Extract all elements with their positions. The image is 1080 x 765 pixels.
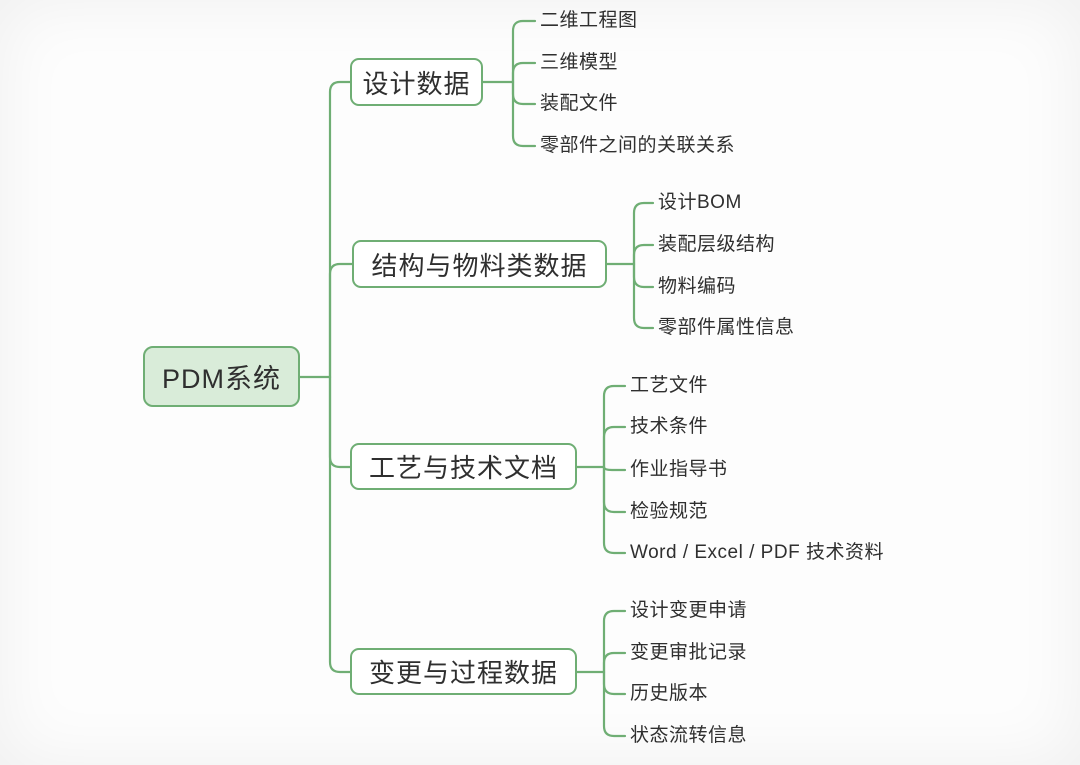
connector-branch-2-leaf-2	[602, 465, 627, 472]
connector-branch-3-leaf-3	[602, 670, 627, 738]
connector-branch-3-leaf-1	[602, 651, 627, 674]
leaf-node-inspection-specs[interactable]: 检验规范	[630, 501, 709, 522]
root-node-pdm-system[interactable]: PDM系统	[143, 346, 300, 407]
connector-branch-3-leaf-0	[602, 609, 627, 674]
connector-root-branch-2	[328, 375, 352, 469]
leaf-node-design-bom[interactable]: 设计BOM	[658, 192, 742, 213]
connector-branch-0-leaf-3	[511, 80, 537, 148]
leaf-node-part-attributes[interactable]: 零部件属性信息	[658, 317, 795, 338]
connector-branch-0-leaf-2	[511, 80, 537, 106]
connector-branch-2-leaf-4	[602, 465, 627, 555]
leaf-node-2d-drawing[interactable]: 二维工程图	[540, 10, 638, 31]
leaf-node-change-approval-records[interactable]: 变更审批记录	[630, 642, 748, 663]
leaf-node-status-flow-info[interactable]: 状态流转信息	[630, 725, 748, 746]
connector-branch-3-leaf-2	[602, 670, 627, 696]
leaf-node-history-versions[interactable]: 历史版本	[630, 683, 709, 704]
connector-branch-2-leaf-0	[602, 384, 627, 469]
leaf-node-design-change-request[interactable]: 设计变更申请	[630, 600, 748, 621]
connector-branch-1-leaf-1	[632, 243, 655, 266]
connector-branch-0-leaf-1	[511, 61, 537, 84]
connector-root-branch-0	[328, 80, 352, 379]
branch-node-process-tech-docs[interactable]: 工艺与技术文档	[350, 443, 577, 490]
connector-branch-1-leaf-0	[632, 201, 655, 266]
connector-branch-0-leaf-0	[511, 19, 537, 84]
connector-branch-1-leaf-2	[632, 262, 655, 289]
connector-root-branch-3	[328, 375, 352, 674]
leaf-node-part-relations[interactable]: 零部件之间的关联关系	[540, 135, 736, 156]
leaf-node-process-file[interactable]: 工艺文件	[630, 375, 709, 396]
leaf-node-assembly-file[interactable]: 装配文件	[540, 93, 619, 114]
connector-branch-1-leaf-3	[632, 262, 655, 330]
branch-node-change-process-data[interactable]: 变更与过程数据	[350, 648, 577, 695]
branch-node-design-data[interactable]: 设计数据	[350, 58, 483, 106]
leaf-node-work-instructions[interactable]: 作业指导书	[630, 459, 728, 480]
leaf-node-3d-model[interactable]: 三维模型	[540, 52, 619, 73]
leaf-node-material-code[interactable]: 物料编码	[658, 276, 737, 297]
leaf-node-technical-conditions[interactable]: 技术条件	[630, 416, 709, 437]
leaf-node-office-tech-docs[interactable]: Word / Excel / PDF 技术资料	[630, 542, 884, 563]
branch-node-structure-material-data[interactable]: 结构与物料类数据	[352, 240, 607, 288]
connector-branch-2-leaf-3	[602, 465, 627, 514]
connector-root-branch-1	[328, 262, 354, 379]
connector-branch-2-leaf-1	[602, 425, 627, 469]
leaf-node-assembly-hierarchy[interactable]: 装配层级结构	[658, 234, 776, 255]
